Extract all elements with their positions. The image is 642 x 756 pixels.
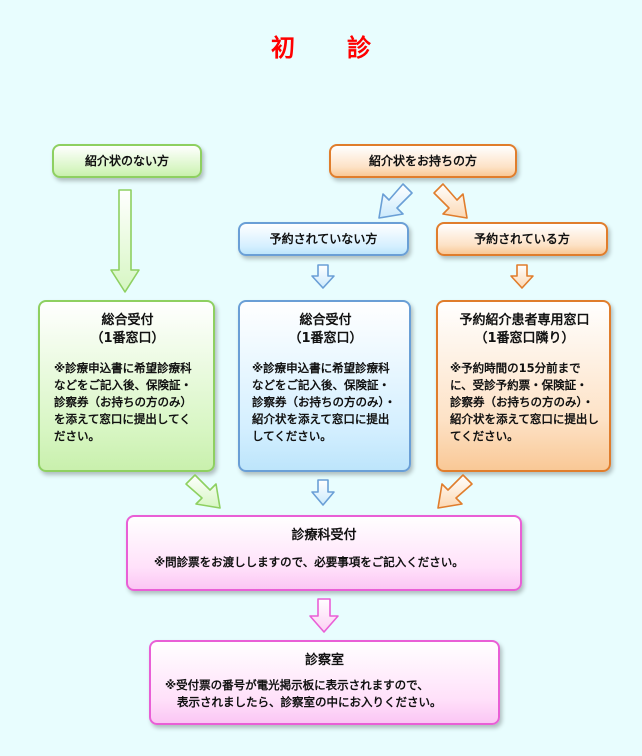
counter-left-head2: （1番窓口）: [90, 331, 165, 346]
title-char-1: 初: [271, 34, 295, 62]
department-note: ※問診票をお渡ししますので、必要事項をご記入ください。: [154, 555, 464, 569]
department-reception-box: 診療科受付 ※問診票をお渡ししますので、必要事項をご記入ください。: [126, 515, 522, 591]
counter-left-note: ※診療申込書に希望診療科などをご記入後、保険証・診察券（お持ちの方のみ）を添えて…: [54, 361, 192, 443]
diagonal-arrow-icon: [378, 183, 413, 219]
counter-center-note: ※診療申込書に希望診療科などをご記入後、保険証・診察券（お持ちの方のみ）・紹介状…: [252, 361, 396, 443]
with-referral-box: 紹介状をお持ちの方: [329, 144, 517, 178]
not-reserved-box: 予約されていない方: [238, 222, 409, 256]
no-referral-box: 紹介状のない方: [52, 144, 202, 178]
down-arrow-icon: [311, 479, 335, 506]
counter-center-head2: （1番窓口）: [288, 331, 363, 346]
exam-note-line1: ※受付票の番号が電光掲示板に表示されますので、: [165, 678, 429, 692]
general-reception-left: 総合受付 （1番窓口） ※診療申込書に希望診療科などをご記入後、保険証・診察券（…: [38, 300, 215, 472]
diagonal-arrow-icon: [437, 474, 473, 509]
counter-right-note: ※予約時間の15分前までに、受診予約票・保険証・診察券（お持ちの方のみ）・紹介状…: [450, 361, 599, 443]
counter-left-head1: 総合受付: [101, 313, 154, 328]
counter-right-head1: 予約紹介患者専用窓口: [459, 313, 590, 328]
general-reception-center: 総合受付 （1番窓口） ※診療申込書に希望診療科などをご記入後、保険証・診察券（…: [238, 300, 411, 472]
diagonal-arrow-icon: [433, 183, 468, 219]
counter-center-head1: 総合受付: [299, 313, 352, 328]
down-arrow-icon: [110, 189, 140, 293]
not-reserved-label: 予約されていない方: [269, 231, 378, 246]
page-title: 初診: [0, 28, 642, 63]
reserved-box: 予約されている方: [436, 222, 608, 256]
reserved-label: 予約されている方: [474, 231, 570, 246]
title-char-2: 診: [347, 34, 371, 62]
reserved-referral-window: 予約紹介患者専用窓口 （1番窓口隣り） ※予約時間の15分前までに、受診予約票・…: [436, 300, 611, 472]
down-arrow-icon: [309, 598, 339, 633]
down-arrow-icon: [510, 264, 534, 289]
exam-room-box: 診察室 ※受付票の番号が電光掲示板に表示されますので、 表示されましたら、診察室…: [149, 640, 500, 725]
no-referral-label: 紹介状のない方: [84, 153, 169, 168]
diagonal-arrow-icon: [185, 474, 221, 509]
exam-head: 診察室: [304, 653, 344, 668]
with-referral-label: 紹介状をお持ちの方: [368, 153, 477, 168]
down-arrow-icon: [311, 264, 335, 289]
exam-note-line2: 表示されましたら、診察室の中にお入りください。: [177, 695, 442, 709]
counter-right-head2: （1番窓口隣り）: [474, 331, 575, 346]
department-head: 診療科受付: [291, 528, 357, 543]
